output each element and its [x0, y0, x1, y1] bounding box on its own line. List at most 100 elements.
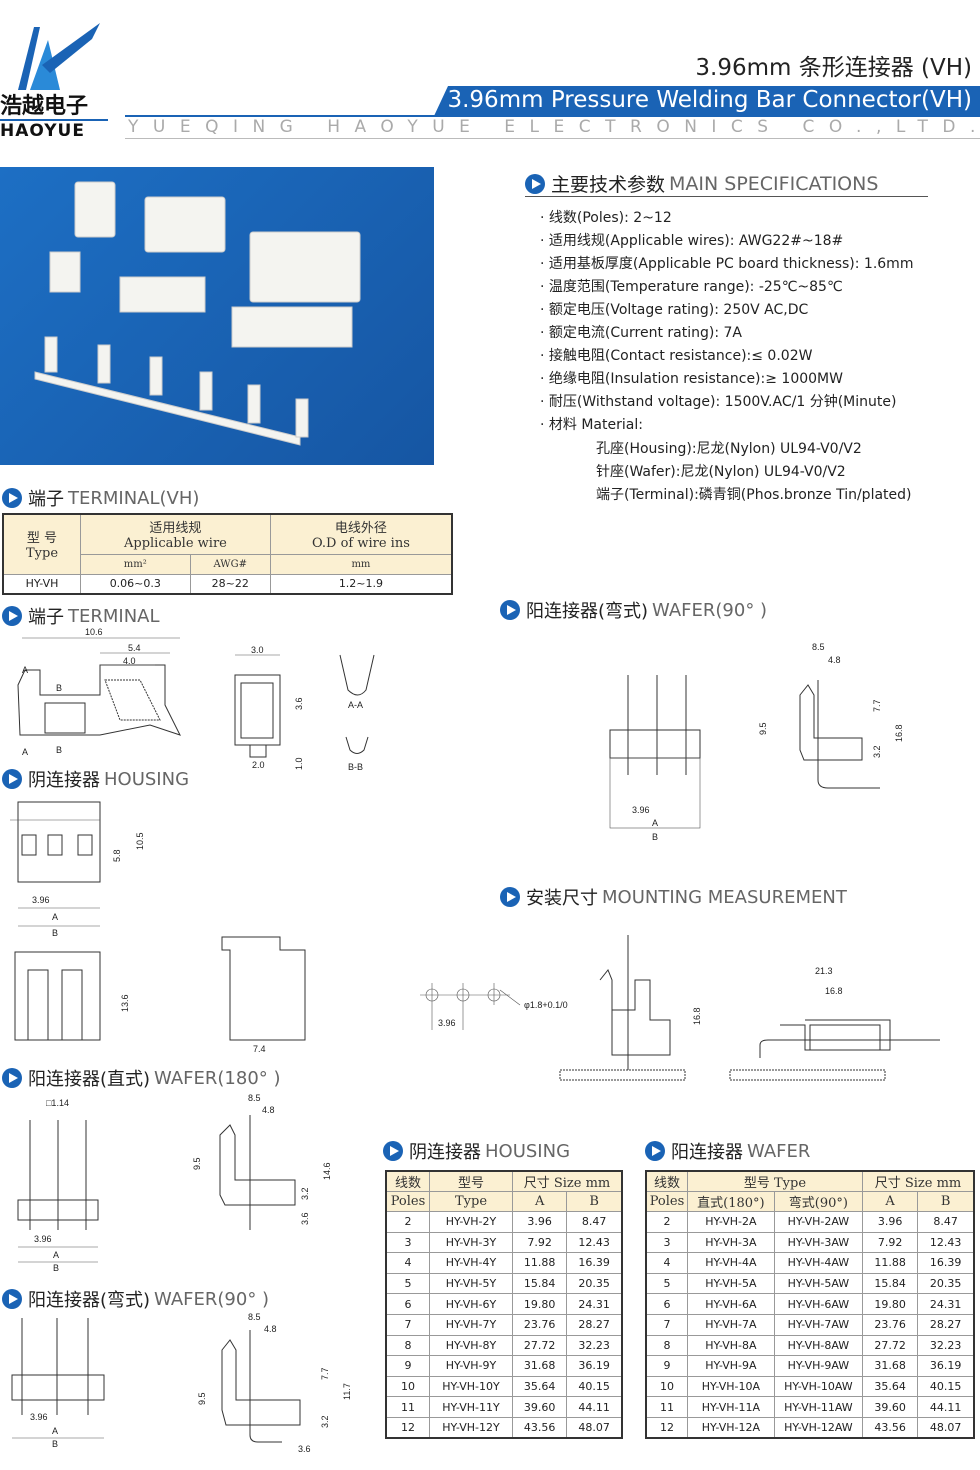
- dim-label: 4.8: [264, 1324, 277, 1334]
- spec-item: · 线数(Poles): 2~12: [540, 210, 672, 226]
- specs-heading-cn: 主要技术参数: [551, 174, 666, 196]
- type-cn: 型 号: [26, 531, 58, 547]
- cell: HY-VH: [2, 573, 81, 595]
- section-cn: 阳连接器(直式): [28, 1069, 151, 1090]
- cell: 7: [645, 1313, 688, 1336]
- cell: 31.68: [511, 1355, 568, 1377]
- section-cn: 阳连接器(弯式): [28, 1290, 151, 1311]
- play-bullet-icon: [645, 1141, 665, 1161]
- dim-label: 1.0: [294, 757, 304, 770]
- cell: 36.19: [566, 1355, 623, 1377]
- cell: 48.07: [566, 1416, 623, 1439]
- spec-item: · 适用线规(Applicable wires): AWG22#~18#: [540, 233, 844, 249]
- cell: HY-VH-11A: [687, 1396, 775, 1418]
- cell: 6: [645, 1293, 688, 1315]
- cell: 12: [645, 1416, 688, 1439]
- size-header: 尺寸 Size mm: [861, 1170, 975, 1192]
- cell: 4: [645, 1252, 688, 1274]
- play-bullet-icon: [2, 488, 22, 508]
- cell: 44.11: [917, 1396, 975, 1418]
- mm-header: mm: [269, 553, 453, 575]
- specs-heading-en: MAIN SPECIFICATIONS: [669, 172, 879, 195]
- cell: 40.15: [917, 1375, 975, 1398]
- cell: 11.88: [861, 1252, 919, 1274]
- play-bullet-icon: [2, 1289, 22, 1309]
- logo-mark-icon: [18, 23, 100, 90]
- cell: HY-VH-6AW: [773, 1293, 863, 1315]
- dim-label: 2.0: [252, 760, 265, 770]
- cell: 12.43: [566, 1231, 623, 1254]
- dim-label: 10.6: [85, 627, 103, 637]
- section-wafer180: 阳连接器(直式)WAFER(180° ): [2, 1065, 281, 1091]
- dim-label: 3.96: [632, 805, 650, 815]
- material-item: 针座(Wafer):尼龙(Nylon) UL94-V0/V2: [596, 464, 846, 480]
- cell: 8: [385, 1334, 430, 1357]
- dim-label: 3.2: [872, 745, 882, 758]
- cell: 40.15: [566, 1375, 623, 1398]
- cell: HY-VH-9AW: [773, 1355, 863, 1377]
- dim-label: 10.5: [135, 832, 145, 850]
- play-bullet-icon: [500, 887, 520, 907]
- dim-label: 8.5: [248, 1312, 261, 1322]
- play-bullet-icon: [383, 1141, 403, 1161]
- cell: 43.56: [861, 1416, 919, 1439]
- cell: 8.47: [917, 1211, 975, 1233]
- title-cn: 3.96mm 条形连接器 (VH): [695, 55, 972, 81]
- cell: 48.07: [917, 1416, 975, 1439]
- cell: HY-VH-6A: [687, 1293, 775, 1315]
- cell: 11: [645, 1396, 688, 1418]
- dim-label: 3.2: [300, 1187, 310, 1200]
- section-cn: 阳连接器: [671, 1142, 743, 1163]
- dim-label: B: [53, 1263, 59, 1273]
- spec-item: · 接触电阻(Contact resistance):≤ 0.02W: [540, 348, 813, 364]
- cell: 9: [645, 1355, 688, 1377]
- material-item: 孔座(Housing):尼龙(Nylon) UL94-V0/V2: [596, 441, 862, 457]
- cell: 7.92: [861, 1231, 919, 1254]
- dim-label: 8.5: [812, 642, 825, 652]
- cell: HY-VH-4AW: [773, 1252, 863, 1274]
- type-header-en: Type: [429, 1191, 513, 1212]
- cell: 7.92: [511, 1231, 568, 1254]
- cell: 27.72: [861, 1334, 919, 1357]
- dim-label: 3.96: [30, 1412, 48, 1422]
- dim-label: A: [52, 912, 58, 922]
- dim-label: A: [22, 665, 28, 675]
- mm2-header: mm²: [80, 553, 191, 575]
- dim-label: 7.4: [253, 1044, 266, 1054]
- cell: 43.56: [511, 1416, 568, 1439]
- cell: 36.19: [917, 1355, 975, 1377]
- cell: 39.60: [511, 1396, 568, 1418]
- play-bullet-icon: [500, 600, 520, 620]
- poles-header-en: Poles: [645, 1191, 688, 1212]
- cell: 24.31: [566, 1293, 623, 1315]
- cell: 1.2~1.9: [269, 573, 453, 595]
- dim-label: A: [53, 1250, 59, 1260]
- title-banner: [434, 86, 980, 116]
- cell: HY-VH-5Y: [429, 1272, 513, 1295]
- section-en: TERMINAL: [68, 605, 160, 627]
- header-rule-2: [125, 138, 980, 139]
- cell: 5: [385, 1272, 430, 1295]
- cell: 7: [385, 1313, 430, 1336]
- cell: HY-VH-10AW: [773, 1375, 863, 1398]
- cell: 32.23: [566, 1334, 623, 1357]
- section-cn: 端子: [28, 607, 64, 628]
- cell: 24.31: [917, 1293, 975, 1315]
- specs-rule: [525, 196, 928, 197]
